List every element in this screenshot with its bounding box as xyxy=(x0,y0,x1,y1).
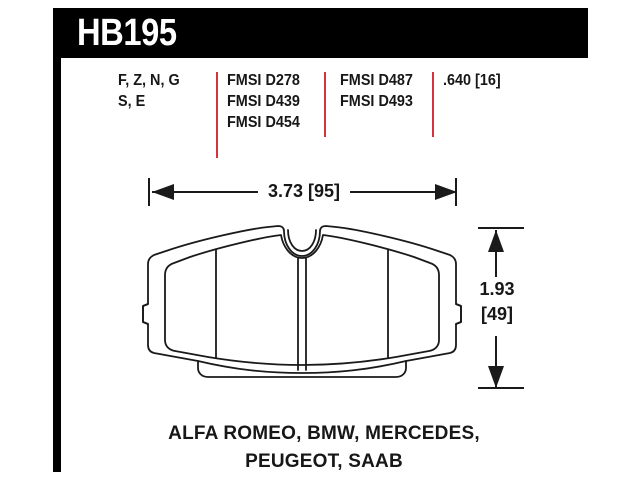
fmsi-code: FMSI D454 xyxy=(227,114,300,131)
table-divider xyxy=(216,72,218,158)
spec-column-compounds: F, Z, N, G S, E xyxy=(118,70,206,112)
vehicle-line: ALFA ROMEO, BMW, MERCEDES, xyxy=(168,423,480,444)
vehicle-application-list: ALFA ROMEO, BMW, MERCEDES, PEUGEOT, SAAB xyxy=(60,420,588,476)
spec-column-thickness: .640 [16] xyxy=(443,70,531,91)
left-border-rail xyxy=(53,8,61,472)
width-dimension-label: 3.73 [95] xyxy=(258,178,350,205)
dimension-line-top xyxy=(495,230,497,278)
thickness-value: .640 [16] xyxy=(443,72,501,89)
height-inches: 1.93 xyxy=(479,279,515,299)
height-dimension: 1.93 [49] xyxy=(462,220,582,395)
spec-column-fmsi-b: FMSI D487 FMSI D493 xyxy=(340,70,433,112)
dimension-line-left xyxy=(152,191,267,193)
fmsi-code: FMSI D278 xyxy=(227,72,300,89)
height-millimeters: [49] xyxy=(480,304,513,324)
table-divider xyxy=(324,72,326,137)
brake-pad-outline-icon xyxy=(142,225,462,378)
dimension-line-right xyxy=(338,191,457,193)
spec-column-fmsi-a: FMSI D278 FMSI D439 FMSI D454 xyxy=(227,70,320,133)
extension-line-left xyxy=(148,178,150,206)
brake-pad-drawing xyxy=(128,218,476,400)
fmsi-code: FMSI D439 xyxy=(227,93,300,110)
width-dimension: 3.73 [95] xyxy=(140,178,465,216)
fmsi-code: FMSI D487 xyxy=(340,72,413,89)
fmsi-code: FMSI D493 xyxy=(340,93,413,110)
page-title: HB195 xyxy=(77,12,177,54)
vehicle-line: PEUGEOT, SAAB xyxy=(245,451,403,472)
arrow-down-icon xyxy=(488,366,504,388)
dimension-line-bottom xyxy=(495,336,497,388)
height-dimension-label: 1.93 [49] xyxy=(462,277,532,327)
compound-line: S, E xyxy=(118,93,146,110)
arrow-right-icon xyxy=(435,184,457,200)
extension-line-top xyxy=(478,227,524,229)
compound-line: F, Z, N, G xyxy=(118,72,180,89)
header-bar: HB195 xyxy=(55,8,588,58)
extension-line-bottom xyxy=(478,387,524,389)
spec-table: F, Z, N, G S, E FMSI D278 FMSI D439 FMSI… xyxy=(118,70,538,165)
arrow-left-icon xyxy=(152,184,174,200)
table-divider xyxy=(432,72,434,137)
arrow-up-icon xyxy=(488,230,504,252)
